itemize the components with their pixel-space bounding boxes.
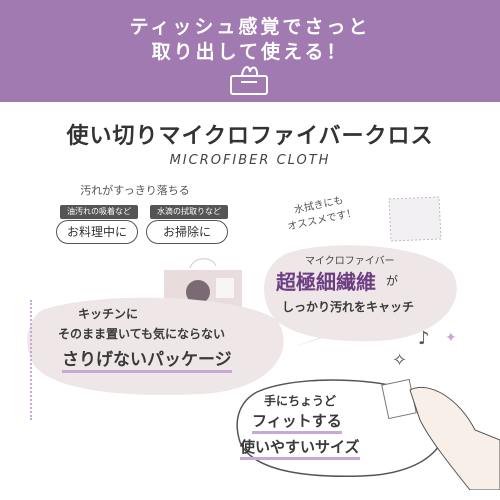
package-line1: キッチンに xyxy=(78,307,139,321)
tissue-box-icon xyxy=(230,66,268,95)
fiber-small-label: マイクロファイバー xyxy=(305,256,395,267)
banner-line-1: ティッシュ感覚でさっと xyxy=(129,16,371,38)
sub-title: MICROFIBER CLOTH xyxy=(169,153,331,168)
main-title: 使い切りマイクロファイバークロス xyxy=(66,124,434,149)
package-line2: そのまま置いても気にならない xyxy=(58,327,226,341)
pill-cleaning: お掃除に xyxy=(146,220,228,244)
dotted-decor-left xyxy=(30,300,40,420)
banner-line-2: 取り出して使える！ xyxy=(151,41,349,63)
dirt-note: 汚れがすっきり落ちる xyxy=(80,184,190,197)
fit-line3: 使いやすいサイズ xyxy=(240,436,360,460)
fiber-callout-bubble xyxy=(264,245,457,347)
fit-line2: フィットする xyxy=(252,410,342,434)
fiber-line2: しっかり汚れをキャッチ xyxy=(282,300,415,314)
wet-wipe-note: 水拭きにも オススメです！ xyxy=(286,195,358,233)
tag-oil: 油汚れの吸着など xyxy=(60,205,138,219)
cloth-swatch-icon xyxy=(388,196,442,242)
sparkle-icon: ✧ xyxy=(392,350,408,371)
pill-cooking: お料理中に xyxy=(56,220,138,244)
fit-line1: 手にちょうど xyxy=(264,394,337,408)
music-note-icon: ♪ xyxy=(418,328,430,349)
tag-water: 水滴の拭取りなど xyxy=(150,205,228,219)
top-banner xyxy=(0,0,500,102)
fiber-suffix: が xyxy=(386,274,399,288)
hand-illustration xyxy=(381,378,500,490)
fiber-big-label: 超極細繊維 xyxy=(276,270,376,294)
sparkle-icon-right: ✦ xyxy=(445,330,457,346)
package-line3: さりげないパッケージ xyxy=(62,345,232,373)
